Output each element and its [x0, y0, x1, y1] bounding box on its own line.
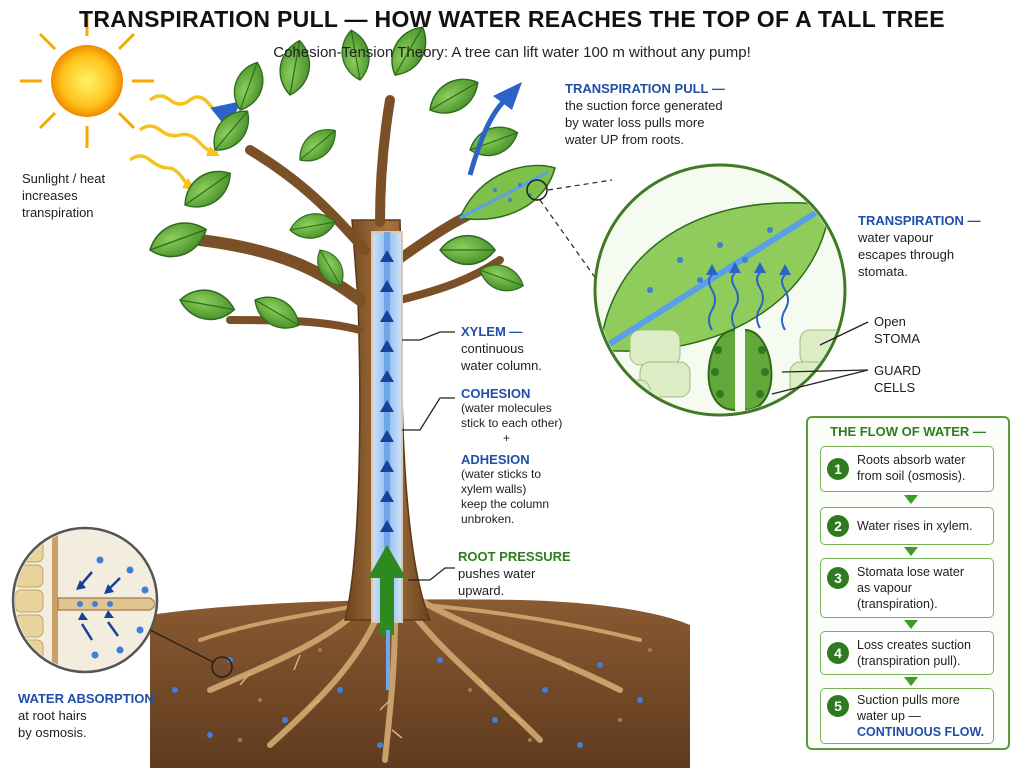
- sun-icon: [20, 14, 154, 148]
- flow-down-arrow: [904, 547, 918, 556]
- flow-of-water-panel: THE FLOW OF WATER — 1 Roots absorb water…: [806, 416, 1010, 750]
- flow-down-arrow: [904, 620, 918, 629]
- flow-step: 3 Stomata lose water as vapour (transpir…: [820, 558, 994, 618]
- soil: [150, 599, 690, 768]
- stoma-leader: [819, 321, 869, 346]
- transpiration-label: TRANSPIRATION — water vapour escapes thr…: [858, 213, 981, 279]
- flow-heading: THE FLOW OF WATER —: [830, 424, 986, 439]
- cohesion-label: COHESION (water molecules stick to each …: [461, 386, 563, 445]
- guard-cell-leader-2: [771, 369, 869, 395]
- stoma-zoom-circle: [593, 163, 847, 417]
- flow-step: 1 Roots absorb water from soil (osmosis)…: [820, 446, 994, 492]
- cohesion-leader: [402, 397, 455, 431]
- root-zoom-leader: [149, 629, 214, 663]
- page-title: TRANSPIRATION PULL — HOW WATER REACHES T…: [79, 6, 945, 32]
- adhesion-label: ADHESION (water sticks to xylem walls) k…: [461, 452, 550, 526]
- guard-cell-leader-1: [781, 369, 869, 373]
- xylem-column: [368, 231, 406, 690]
- step-number: 2: [827, 515, 849, 537]
- transpiration-pull-arrow: [467, 98, 507, 176]
- step-number: 1: [827, 458, 849, 480]
- root-pressure-leader: [408, 567, 455, 581]
- zoom-leader-line: [547, 179, 613, 191]
- root-zoom-target: [211, 656, 233, 678]
- xylem-leader: [402, 331, 455, 341]
- page-subtitle: Cohesion-Tension Theory: A tree can lift…: [273, 44, 751, 61]
- water-absorption-label: WATER ABSORPTION at root hairs by osmosi…: [18, 691, 154, 740]
- sunlight-label: Sunlight / heat increases transpiration: [22, 171, 106, 220]
- step-number: 3: [827, 567, 849, 589]
- flow-step: 4 Loss creates suction (transpiration pu…: [820, 631, 994, 675]
- flow-down-arrow: [904, 495, 918, 504]
- xylem-label: XYLEM — continuous water column.: [461, 324, 542, 373]
- water-droplets: [172, 657, 643, 748]
- transpiration-pull-label: TRANSPIRATION PULL — the suction force g…: [565, 81, 725, 147]
- root-hairs: [239, 654, 571, 739]
- step-number: 4: [827, 642, 849, 664]
- zoom-leader-line-2: [539, 199, 605, 291]
- step-number: 5: [827, 695, 849, 717]
- flow-step: 5 Suction pulls more water up — CONTINUO…: [820, 688, 994, 744]
- root-hair-zoom-circle: [11, 526, 159, 674]
- flow-step: 2 Water rises in xylem.: [820, 507, 994, 545]
- flow-down-arrow: [904, 677, 918, 686]
- root-pressure-label: ROOT PRESSURE pushes water upward.: [458, 549, 571, 598]
- stoma-label: Open STOMA: [874, 314, 920, 346]
- roots: [198, 597, 642, 763]
- highlighted-leaf: [458, 164, 556, 221]
- guard-cells-label: GUARD CELLS: [874, 363, 921, 395]
- transpiration-pull-arrowhead: [493, 82, 522, 110]
